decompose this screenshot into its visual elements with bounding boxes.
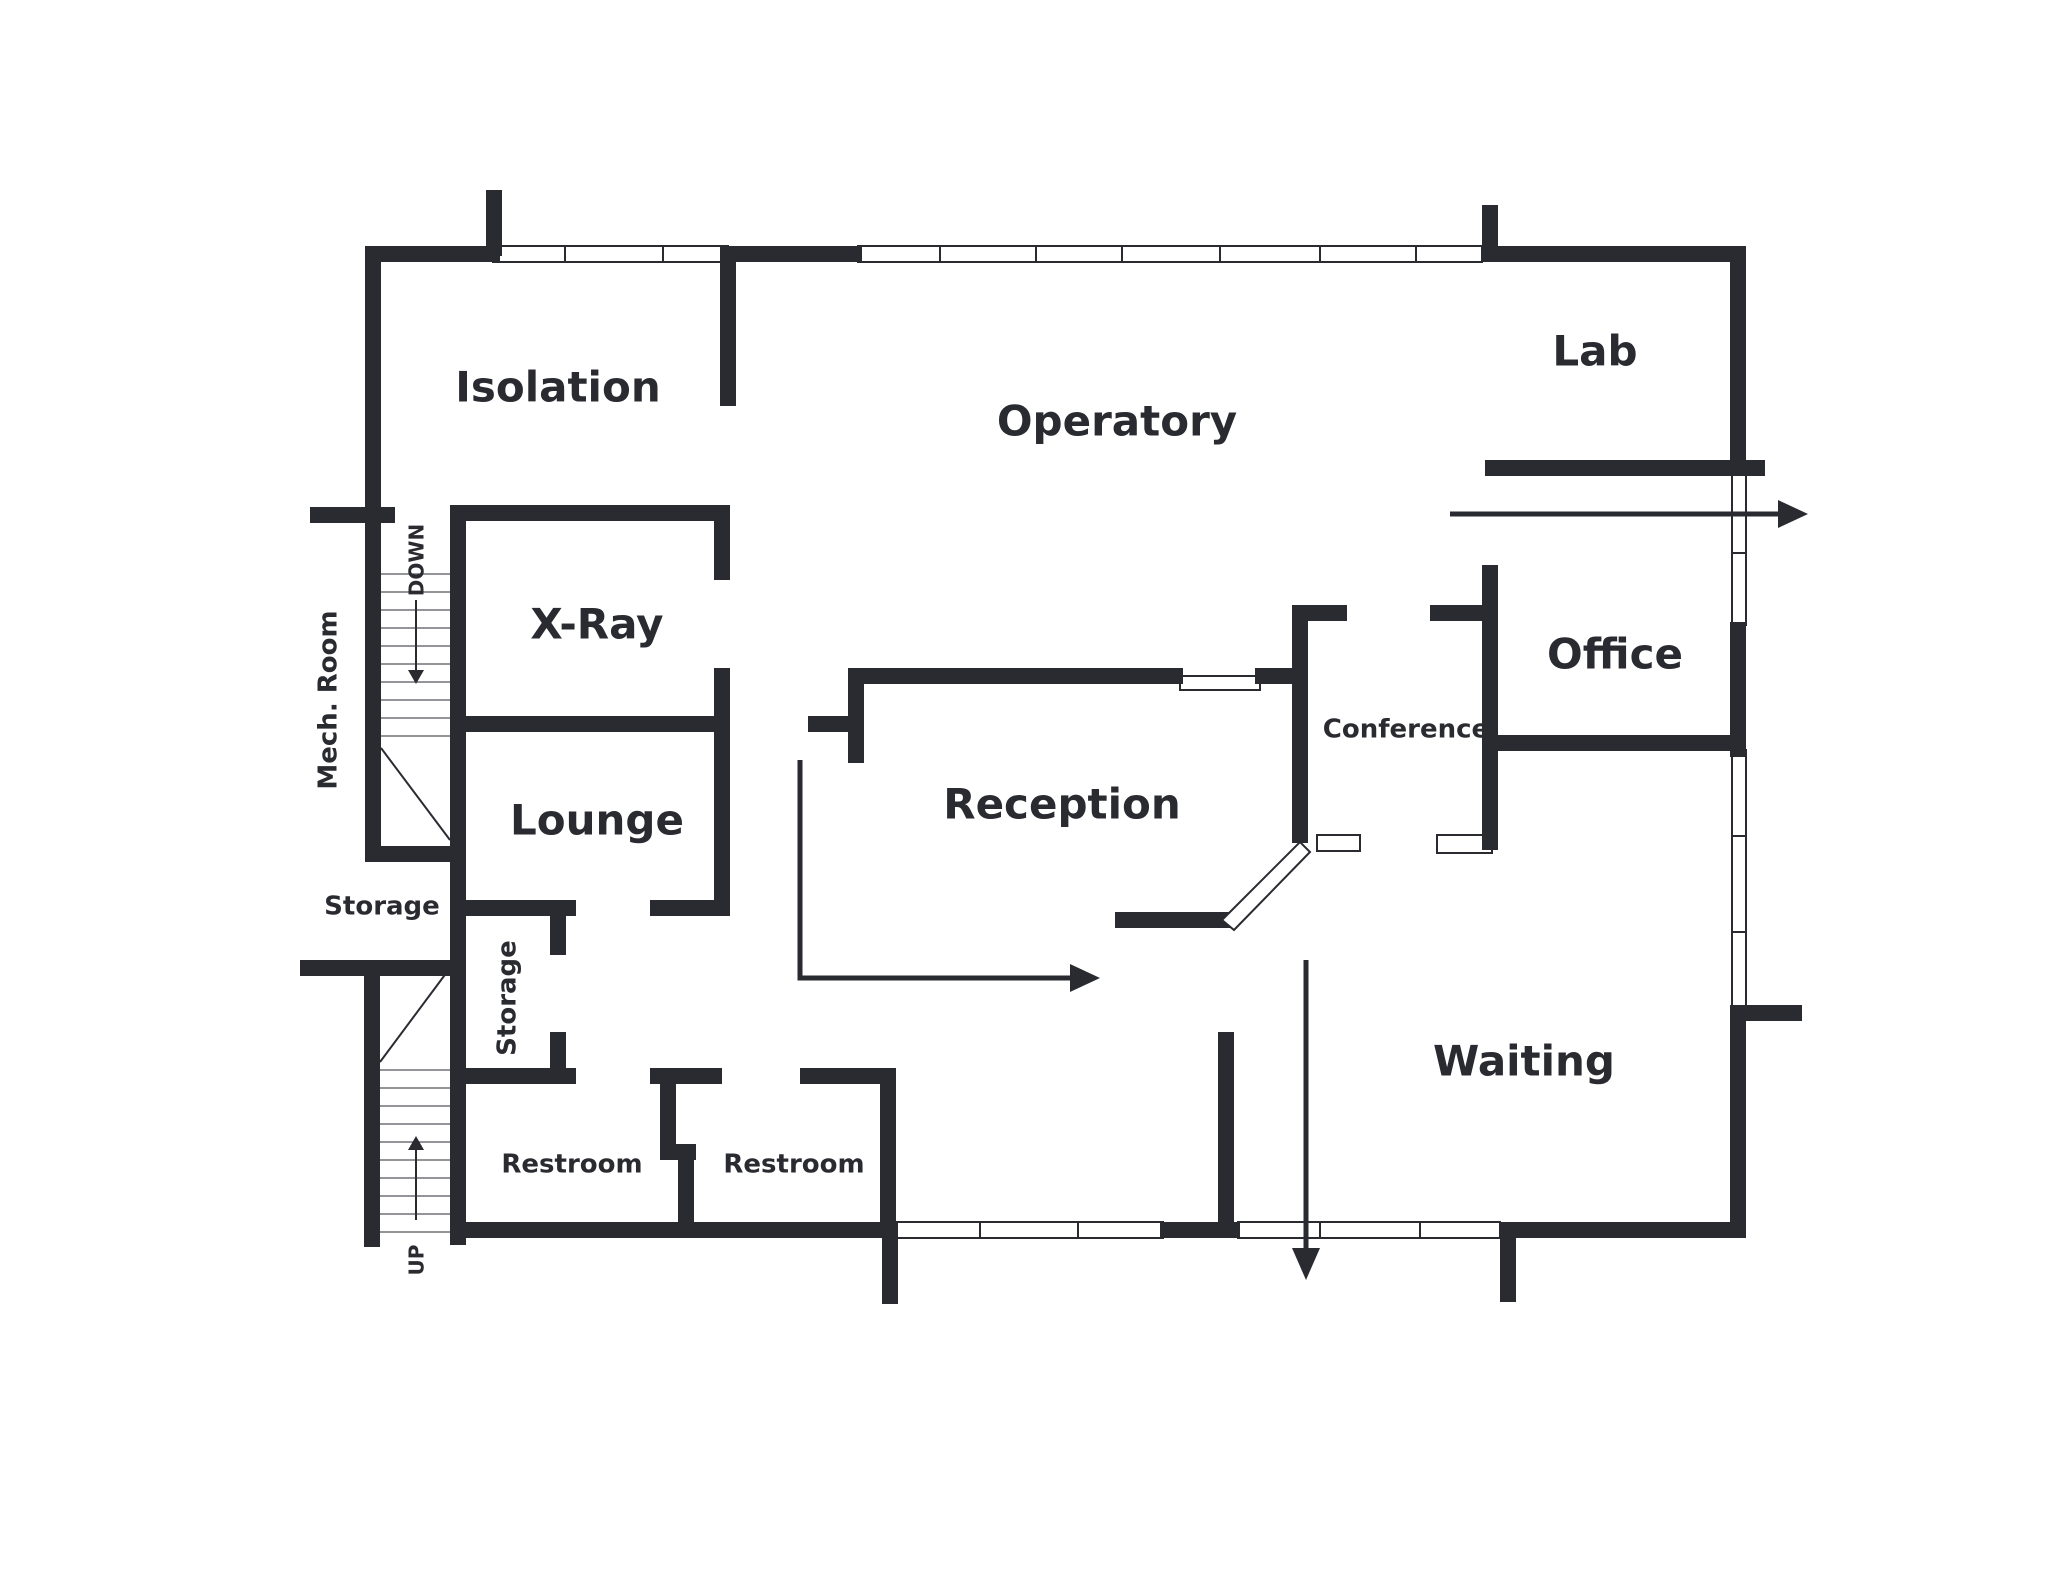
room-label-isolation: Isolation xyxy=(455,363,660,412)
room-label-storage-outer: Storage xyxy=(324,892,440,922)
stairs-down-label: DOWN xyxy=(405,524,429,596)
room-label-lab: Lab xyxy=(1552,327,1637,376)
room-label-restroom-2: Restroom xyxy=(723,1150,864,1180)
room-label-office: Office xyxy=(1547,630,1683,679)
room-label-reception: Reception xyxy=(943,780,1181,829)
angled-window xyxy=(1220,840,1312,932)
room-label-conference: Conference xyxy=(1323,715,1489,745)
stairs-up xyxy=(379,967,451,1233)
room-label-lounge: Lounge xyxy=(510,796,684,845)
room-label-waiting: Waiting xyxy=(1433,1037,1615,1086)
room-label-xray: X-Ray xyxy=(530,600,663,649)
flow-arrow-exit-right xyxy=(1450,500,1808,528)
flow-arrow-exit-down xyxy=(1292,960,1320,1280)
room-label-storage-inner: Storage xyxy=(493,940,523,1056)
windows xyxy=(492,245,1747,1239)
room-label-operatory: Operatory xyxy=(997,397,1237,446)
stairs-down xyxy=(380,573,451,841)
stairs-up-label: UP xyxy=(405,1245,429,1276)
room-label-mech-room: Mech. Room xyxy=(314,610,344,789)
walls xyxy=(300,190,1802,1304)
room-label-restroom-1: Restroom xyxy=(501,1150,642,1180)
flow-arrow-reception xyxy=(797,760,1100,992)
